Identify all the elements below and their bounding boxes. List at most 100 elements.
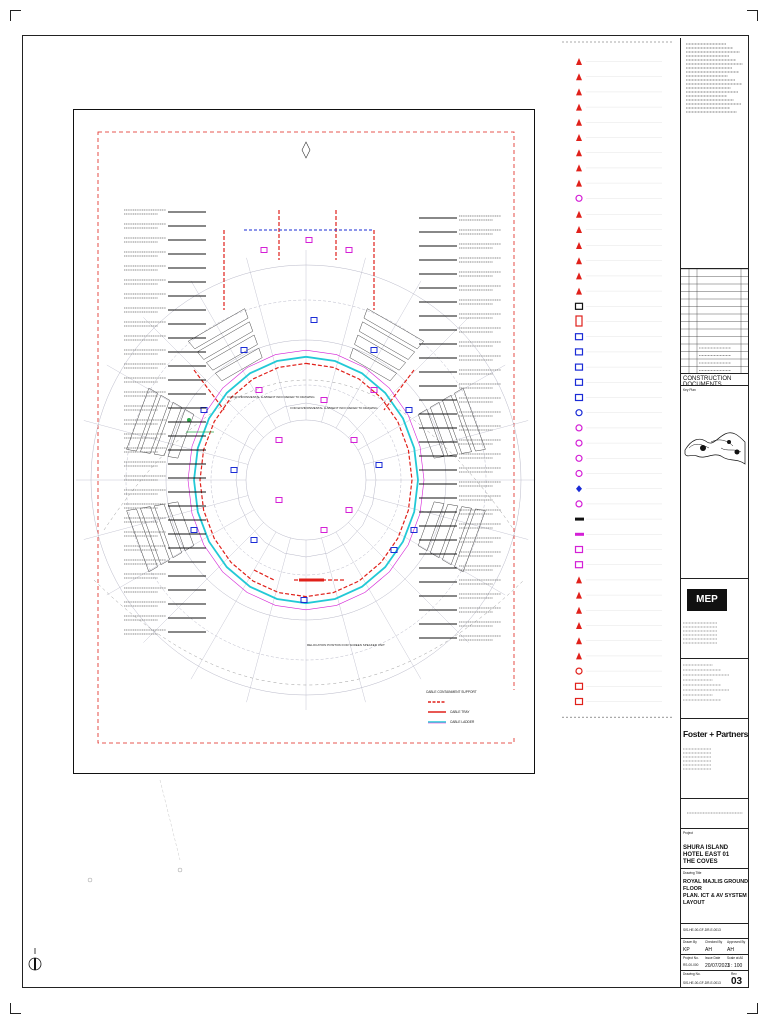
legend-symbol	[574, 545, 662, 554]
outer-curve	[103, 379, 515, 531]
key-plan-label: Key Plan	[683, 388, 696, 392]
project-name: SHURA ISLAND HOTEL EAST 01 THE COVES	[683, 845, 729, 866]
legend-symbol	[575, 667, 662, 675]
legend-symbol	[575, 469, 662, 478]
legend-symbol	[576, 179, 662, 187]
legend-symbol	[574, 302, 662, 310]
symbol-legend	[562, 40, 672, 740]
site-boundary	[97, 131, 515, 744]
cable-legend: CABLE CONTAINMENT SUPPORT CABLE TRAY CAB…	[426, 690, 526, 735]
legend-symbol	[574, 333, 662, 341]
legend-symbol	[574, 348, 662, 356]
containment-run	[383, 369, 415, 411]
room-wing	[205, 334, 258, 371]
construction-radial	[321, 257, 366, 423]
north-arrow-icon	[28, 948, 42, 971]
construction-radial	[357, 364, 506, 451]
legend-symbol	[576, 272, 662, 280]
revision-number: 03	[731, 976, 743, 987]
room-wing	[196, 321, 254, 360]
legend-symbol	[576, 257, 662, 265]
construction-radial	[190, 280, 277, 429]
floor-plan-viewport[interactable]: FOR ENVIRONMENTAL & ABSENT INFO REFER TO…	[73, 109, 535, 774]
revision-label: Rev	[731, 972, 737, 976]
device-symbol	[305, 237, 313, 243]
legend-symbol	[574, 682, 662, 690]
cable-legend-title: CABLE CONTAINMENT SUPPORT	[426, 690, 477, 694]
room-wing	[430, 503, 459, 559]
project-line-1: SHURA ISLAND	[683, 845, 729, 851]
construction-radial	[335, 531, 422, 680]
construction-radial	[348, 522, 469, 643]
ring	[187, 349, 425, 611]
room-wing	[442, 506, 472, 566]
legend-symbol	[576, 485, 662, 493]
construction-radial	[246, 257, 291, 423]
room-wing	[167, 408, 195, 459]
status-box: CONSTRUCTION DOCUMENTS	[681, 373, 748, 388]
legend-symbol	[575, 532, 662, 536]
legend-symbol	[576, 58, 662, 65]
north-diamond	[301, 141, 311, 159]
crop-mark-top-left	[10, 10, 21, 21]
project-line-2: HOTEL EAST 01	[683, 852, 730, 858]
signatories-row: Drawn By KP Checked By AH Approved By AH	[681, 938, 748, 954]
device-symbol	[250, 537, 258, 543]
legend-symbol	[575, 409, 662, 417]
room-wing	[442, 394, 472, 454]
device-symbol	[275, 497, 283, 503]
drawing-number: SIS-HE-00-GF-DR-E-0013	[683, 981, 721, 985]
room-wing	[354, 334, 407, 371]
room-wing	[454, 508, 486, 573]
legend-symbol	[576, 622, 662, 629]
device-symbol	[300, 597, 308, 603]
legend-symbol	[576, 606, 662, 614]
room-wing	[187, 308, 249, 350]
legend-symbol	[575, 500, 662, 508]
device-symbol	[190, 527, 198, 533]
device-symbol	[370, 387, 378, 393]
device-symbol	[390, 547, 398, 553]
legend-symbol	[576, 103, 662, 111]
legend-symbol	[575, 315, 662, 327]
device-symbol	[405, 407, 413, 413]
title-block: CONSTRUCTION DOCUMENTS Key Plan MEP Fost…	[680, 38, 748, 988]
containment-run	[253, 569, 275, 581]
legend-symbol	[576, 88, 662, 96]
construction-radial	[357, 509, 506, 596]
device-symbol	[375, 462, 383, 468]
legend-symbol	[576, 637, 662, 645]
construction-radial	[246, 537, 291, 703]
room-wing	[363, 308, 425, 350]
room-wing	[126, 508, 158, 573]
legend-symbol	[576, 134, 662, 141]
approved-by: AH	[727, 947, 734, 953]
construction-radial	[335, 280, 422, 429]
project-no: RS-00-000	[683, 963, 699, 967]
legend-symbol	[576, 210, 662, 218]
construction-radial	[363, 495, 529, 540]
legend-symbol	[576, 242, 662, 249]
crop-mark-top-right	[747, 10, 758, 21]
crop-mark-bottom-left	[10, 1003, 21, 1014]
device-symbol	[320, 397, 328, 403]
device-symbol	[200, 407, 208, 413]
legend-symbol	[574, 561, 662, 569]
general-notes	[684, 40, 746, 125]
cable-legend-tray: CABLE TRAY	[450, 710, 470, 714]
legend-symbol	[576, 652, 662, 660]
room-wing	[454, 387, 486, 452]
legend-symbol	[576, 73, 662, 81]
room-wing	[430, 401, 459, 457]
background-construction-lines	[87, 780, 183, 883]
drawing-sheet-border	[22, 35, 749, 988]
legend-symbol	[576, 287, 662, 295]
device-symbol	[310, 317, 318, 323]
title-line-1: ROYAL MAJLIS GROUND FLOOR	[683, 879, 748, 892]
ring	[235, 402, 377, 558]
room-wing	[215, 347, 263, 382]
plan-geometry	[76, 141, 534, 710]
scale-label: Scale at A0	[727, 956, 744, 960]
checked-by: AH	[705, 947, 712, 953]
approved-by-label: Approved By	[727, 940, 746, 944]
